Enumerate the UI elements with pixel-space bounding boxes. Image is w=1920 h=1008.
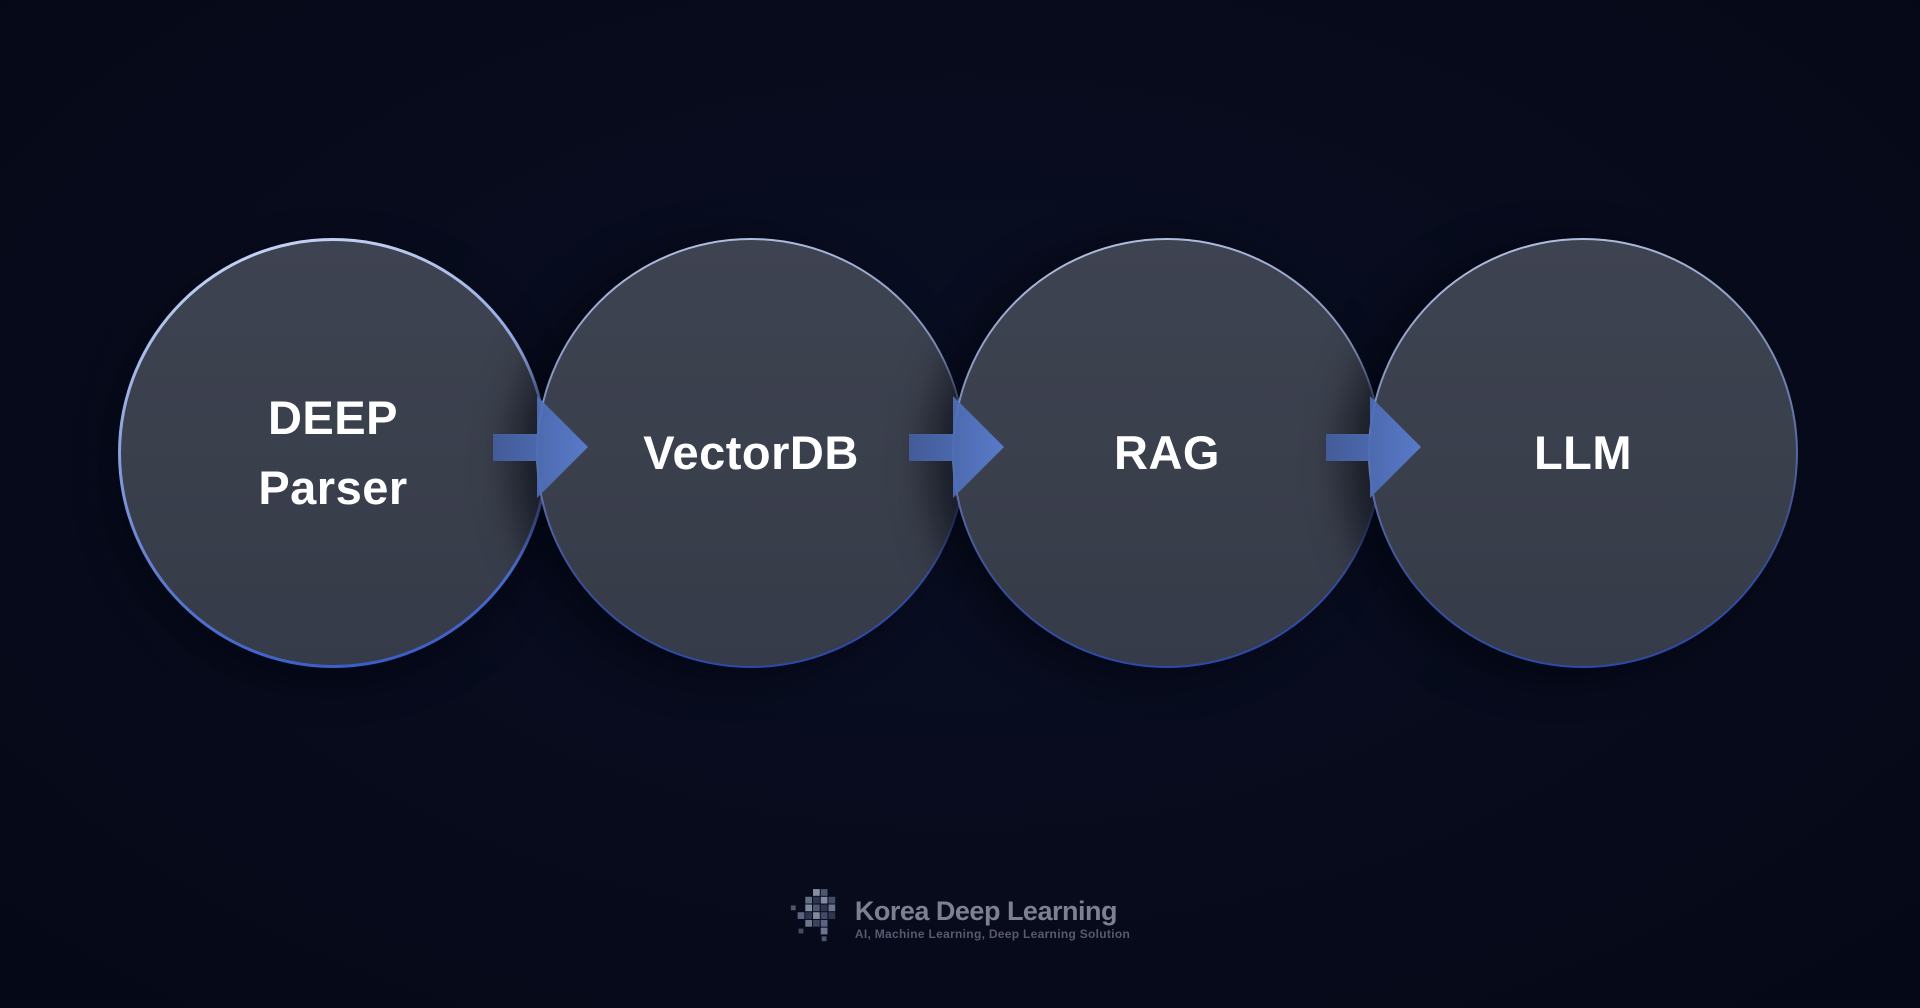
node-label-line: DEEP bbox=[267, 391, 398, 444]
node-vectordb: VectorDB bbox=[536, 238, 966, 668]
node-llm: LLM bbox=[1368, 238, 1798, 668]
node-circle: DEEP Parser bbox=[121, 241, 545, 665]
brand-text-block: Korea Deep Learning AI, Machine Learning… bbox=[855, 896, 1130, 941]
brand-footer: Korea Deep Learning AI, Machine Learning… bbox=[790, 889, 1130, 947]
right-arrow-icon bbox=[493, 396, 588, 498]
node-label-line: VectorDB bbox=[643, 426, 859, 479]
brand-tagline: AI, Machine Learning, Deep Learning Solu… bbox=[854, 926, 1131, 941]
right-arrow-icon bbox=[909, 396, 1004, 498]
node-label: DEEP Parser bbox=[258, 383, 407, 523]
node-rag: RAG bbox=[952, 238, 1382, 668]
node-circle: RAG bbox=[954, 240, 1380, 666]
pixel-brain-icon bbox=[790, 889, 836, 942]
node-label-line: LLM bbox=[1533, 426, 1633, 479]
node-deep-parser: DEEP Parser bbox=[118, 238, 548, 668]
node-label: LLM bbox=[1534, 418, 1632, 488]
right-arrow-icon bbox=[1326, 396, 1421, 498]
node-circle: LLM bbox=[1370, 240, 1796, 666]
node-label: VectorDB bbox=[643, 418, 859, 488]
node-circle: VectorDB bbox=[538, 240, 964, 666]
node-label-line: Parser bbox=[258, 461, 408, 514]
node-label-line: RAG bbox=[1114, 426, 1220, 479]
brand-name: Korea Deep Learning bbox=[854, 895, 1118, 926]
node-label: RAG bbox=[1114, 418, 1220, 488]
